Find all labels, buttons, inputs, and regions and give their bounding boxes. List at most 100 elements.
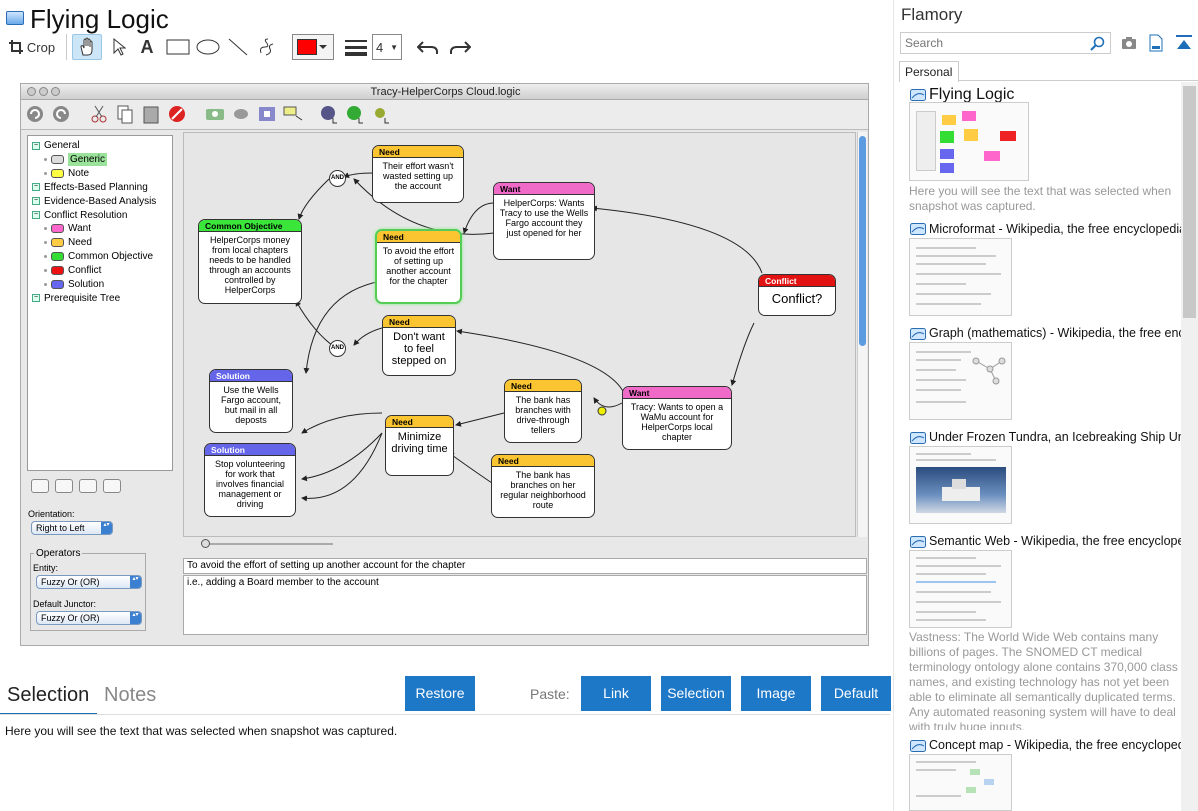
graph-thumbnail-icon <box>972 357 1006 385</box>
expand-toggle-icon[interactable]: − <box>32 183 40 192</box>
orientation-label: Orientation: <box>28 509 75 519</box>
outline-class-item[interactable]: Need <box>44 236 92 249</box>
outline-group[interactable]: −Effects-Based Planning <box>32 181 148 194</box>
node-need-drive-through[interactable]: Need The bank has branches with drive-th… <box>504 379 582 443</box>
tab-selection[interactable]: Selection <box>7 684 90 706</box>
node-need-minimize-driving[interactable]: Need Minimize driving time <box>385 415 454 476</box>
stroke-width-icon-button[interactable] <box>342 34 370 60</box>
undo-button[interactable] <box>414 34 442 60</box>
snapshot-title[interactable]: Under Frozen Tundra, an Icebreaking Ship… <box>929 430 1181 444</box>
document-icon[interactable] <box>1149 34 1163 52</box>
snapshot-thumbnail[interactable] <box>909 102 1029 181</box>
toolbar-divider <box>66 34 67 60</box>
node-need-neighborhood-route[interactable]: Need The bank has branches on her regula… <box>491 454 595 518</box>
node-need-not-stepped-on[interactable]: Need Don't want to feel stepped on <box>382 315 456 376</box>
snapshot-title[interactable]: Semantic Web - Wikipedia, the free encyc… <box>929 534 1181 548</box>
zoom-slider-handle[interactable] <box>201 539 210 548</box>
small-sphere-icon <box>375 108 389 124</box>
outline-group[interactable]: −Evidence-Based Analysis <box>32 195 156 208</box>
entity-note-field[interactable]: i.e., adding a Board member to the accou… <box>183 575 867 635</box>
outline-group[interactable]: −Conflict Resolution <box>32 209 127 222</box>
snapshot-list-scroll-thumb[interactable] <box>1183 86 1196 318</box>
outline-class-item[interactable]: Solution <box>44 278 104 291</box>
snapshot-title[interactable]: Concept map - Wikipedia, the free encycl… <box>929 738 1181 752</box>
tab-personal[interactable]: Personal <box>899 61 959 82</box>
stroke-width-select[interactable]: 4 ▼ <box>372 34 402 60</box>
junctor-operator-select[interactable]: Fuzzy Or (OR) <box>36 611 142 625</box>
window-close-dot <box>27 87 36 96</box>
node-common-objective[interactable]: Common Objective HelperCorps money from … <box>198 219 302 304</box>
outline-class-item[interactable]: Common Objective <box>44 250 153 263</box>
node-need-effort[interactable]: Need Their effort wasn't wasted setting … <box>372 145 464 203</box>
node-solution-wells-fargo[interactable]: Solution Use the Wells Fargo account, bu… <box>209 369 293 433</box>
arrow-pointer-icon <box>113 37 126 56</box>
snapshot-title[interactable]: Flying Logic <box>929 86 1015 103</box>
outline-class-item[interactable]: Conflict <box>44 264 101 277</box>
snapshot-title[interactable]: Microformat - Wikipedia, the free encycl… <box>929 222 1181 236</box>
window-titlebar: Tracy-HelperCorps Cloud.logic <box>21 84 868 100</box>
expand-toggle-icon[interactable]: − <box>32 294 40 303</box>
orientation-select[interactable]: Right to Left <box>31 521 113 535</box>
zoom-slider[interactable] <box>183 539 856 549</box>
snapshot-thumbnail[interactable] <box>909 238 1012 316</box>
outline-class-item[interactable]: Generic <box>44 152 108 166</box>
pointer-tool-button[interactable] <box>106 34 132 60</box>
snapshot-thumbnail[interactable] <box>909 754 1012 811</box>
outline-group[interactable]: −General <box>32 139 80 152</box>
redo-button[interactable] <box>446 34 474 60</box>
snapshot-title[interactable]: Graph (mathematics) - Wikipedia, the fre… <box>929 326 1181 340</box>
search-icon[interactable] <box>1090 36 1106 52</box>
class-info-button[interactable] <box>79 479 97 493</box>
canvas-scroll-thumb[interactable] <box>859 136 866 346</box>
node-want-helpercorps[interactable]: Want HelperCorps: Wants Tracy to use the… <box>493 182 595 260</box>
expand-toggle-icon[interactable]: − <box>32 141 40 150</box>
collapse-top-icon[interactable] <box>1175 34 1193 52</box>
node-solution-stop-volunteering[interactable]: Solution Stop volunteering for work that… <box>204 443 296 517</box>
bullet-icon <box>44 269 47 273</box>
node-conflict[interactable]: Conflict Conflict? <box>758 274 836 316</box>
restore-button[interactable]: Restore <box>405 676 475 711</box>
ellipse-tool-button[interactable] <box>194 34 222 60</box>
text-tool-button[interactable]: A <box>134 34 160 60</box>
remove-class-button[interactable] <box>103 479 121 493</box>
snapshot-thumbnail[interactable] <box>909 550 1012 628</box>
outline-label: Want <box>68 223 91 235</box>
paste-image-button[interactable]: Image <box>741 676 811 711</box>
node-want-tracy[interactable]: Want Tracy: Wants to open a WaMu account… <box>622 386 732 450</box>
node-need-avoid-effort[interactable]: Need To avoid the effort of setting up a… <box>375 229 462 304</box>
line-tool-button[interactable] <box>224 34 252 60</box>
ellipse-icon <box>196 39 220 55</box>
outline-class-item[interactable]: Want <box>44 222 91 235</box>
line-icon <box>228 38 248 56</box>
hand-tool-button[interactable] <box>72 34 102 60</box>
expand-toggle-icon[interactable]: − <box>32 197 40 206</box>
entity-operator-select[interactable]: Fuzzy Or (OR) <box>36 575 142 589</box>
color-picker[interactable] <box>292 34 334 60</box>
undo-icon <box>417 41 438 54</box>
edit-class-button[interactable] <box>55 479 73 493</box>
paste-link-button[interactable]: Link <box>581 676 651 711</box>
rectangle-tool-button[interactable] <box>164 34 192 60</box>
fl-toolbar <box>21 100 868 130</box>
paste-default-button[interactable]: Default <box>821 676 891 711</box>
ship-photo <box>916 467 1006 513</box>
add-class-button[interactable] <box>31 479 49 493</box>
paste-selection-button[interactable]: Selection <box>661 676 731 711</box>
snapshot-thumbnail[interactable] <box>909 342 1012 420</box>
class-color-swatch <box>51 224 64 234</box>
outline-group[interactable]: −Prerequisite Tree <box>32 292 120 305</box>
canvas-scrollbar[interactable] <box>857 132 867 537</box>
crop-button[interactable]: Crop <box>6 34 58 60</box>
freehand-tool-button[interactable] <box>254 34 280 60</box>
camera-icon[interactable] <box>1121 36 1137 50</box>
tab-notes[interactable]: Notes <box>104 684 157 706</box>
junctor-label: Default Junctor: <box>33 599 97 609</box>
chevron-down-icon <box>319 45 327 49</box>
snapshot-thumbnail[interactable] <box>909 446 1012 524</box>
line-width-icon <box>345 40 367 56</box>
search-input[interactable] <box>900 32 1111 54</box>
expand-toggle-icon[interactable]: − <box>32 211 40 219</box>
bullet-icon <box>44 255 47 259</box>
entity-title-field[interactable]: To avoid the effort of setting up anothe… <box>183 558 867 574</box>
outline-class-item[interactable]: Note <box>44 167 89 180</box>
